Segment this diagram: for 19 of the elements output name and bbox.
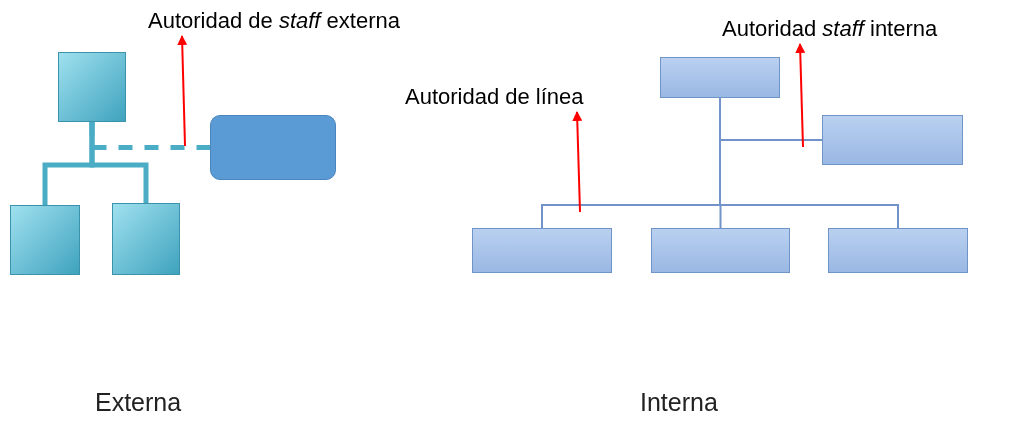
annotation-text: Autoridad de línea — [405, 84, 584, 110]
annotation-text: Autoridad de staff externa — [148, 8, 400, 34]
connector-line — [89, 122, 210, 150]
leader-line — [177, 35, 188, 147]
leader-line — [572, 111, 583, 213]
org-box — [10, 205, 80, 275]
org-box — [58, 52, 126, 122]
org-box — [112, 203, 180, 275]
leader-line — [795, 43, 806, 148]
annotation-text: Autoridad staff interna — [722, 16, 938, 42]
org-box — [472, 228, 612, 273]
org-box — [828, 228, 968, 273]
org-box — [210, 115, 336, 180]
connector-line — [719, 97, 899, 229]
caption-text: Externa — [95, 388, 182, 417]
org-box — [822, 115, 963, 165]
caption-text: Interna — [640, 388, 718, 417]
org-box — [660, 57, 780, 98]
org-box — [651, 228, 790, 273]
